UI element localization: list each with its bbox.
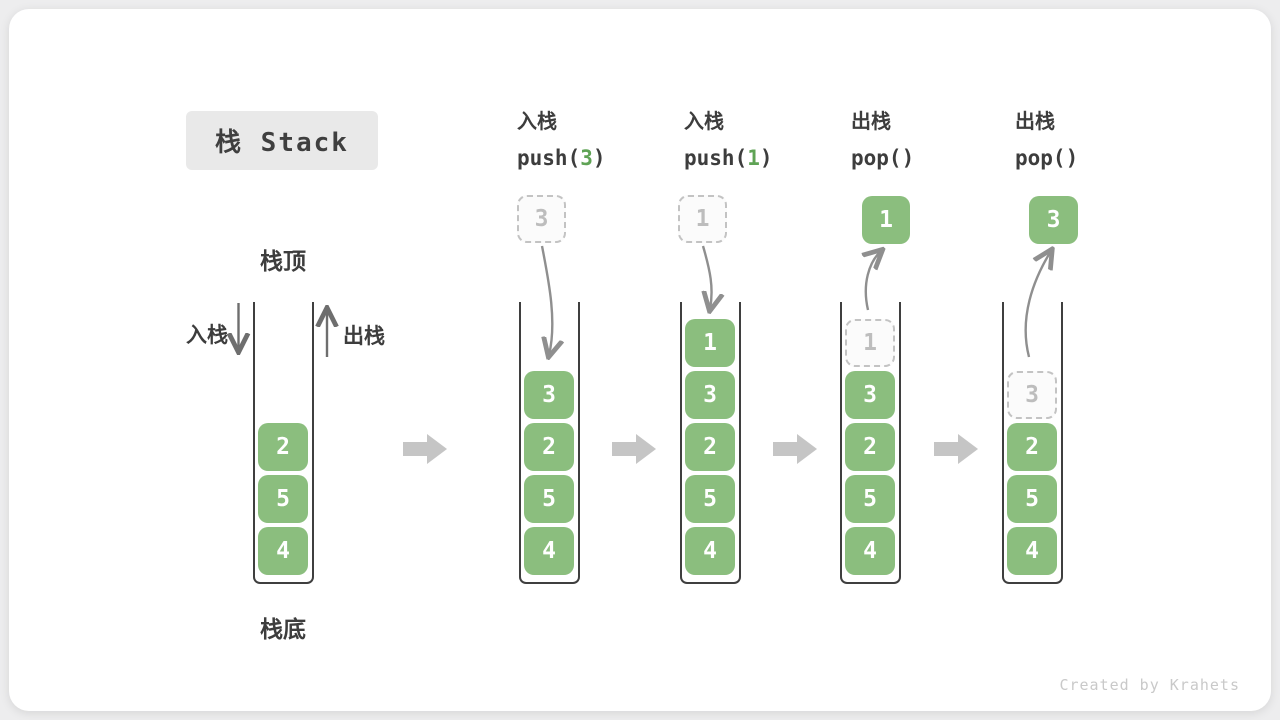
stack-cell: 2	[258, 423, 308, 471]
stack-cell: 4	[845, 527, 895, 575]
stack-cell: 5	[1007, 475, 1057, 523]
stack-cell: 4	[258, 527, 308, 575]
header-code-label: push(3)	[517, 146, 606, 170]
header-pop-1: 出栈 pop()	[851, 104, 1001, 176]
incoming-value-box: 3	[517, 195, 566, 243]
stack-cell-ghost: 1	[845, 319, 895, 367]
header-op-label: 入栈	[517, 111, 557, 133]
header-op-label: 出栈	[851, 111, 891, 133]
stack-cell: 5	[258, 475, 308, 523]
stack-cell-ghost: 3	[1007, 371, 1057, 419]
stack-cell: 5	[685, 475, 735, 523]
right-block-arrow-icon	[403, 434, 447, 464]
stack-cell: 2	[524, 423, 574, 471]
stack-cell: 5	[845, 475, 895, 523]
header-push-3: 入栈 push(3)	[517, 104, 667, 176]
header-pop-3: 出栈 pop()	[1015, 104, 1165, 176]
stack-bottom-label: 栈底	[260, 616, 306, 642]
stack-top-label: 栈顶	[260, 248, 306, 274]
push-side-label: 入栈	[186, 324, 228, 347]
stack-cell: 2	[845, 423, 895, 471]
stack-cell: 1	[685, 319, 735, 367]
stack-cell: 5	[524, 475, 574, 523]
header-code-label: pop()	[851, 146, 915, 170]
stack-cell: 4	[685, 527, 735, 575]
right-block-arrow-icon	[934, 434, 978, 464]
pop-side-label: 出栈	[343, 325, 385, 348]
header-op-label: 入栈	[684, 111, 724, 133]
popped-value-box: 1	[862, 196, 910, 244]
header-code-label: push(1)	[684, 146, 773, 170]
diagram-title: 栈 Stack	[186, 111, 378, 170]
stack-cell: 2	[685, 423, 735, 471]
right-block-arrow-icon	[612, 434, 656, 464]
header-op-label: 出栈	[1015, 111, 1055, 133]
popped-value-box: 3	[1029, 196, 1078, 244]
stack-cell: 3	[845, 371, 895, 419]
right-block-arrow-icon	[773, 434, 817, 464]
header-code-label: pop()	[1015, 146, 1079, 170]
stack-cell: 4	[524, 527, 574, 575]
stack-cell: 3	[685, 371, 735, 419]
stack-cell: 2	[1007, 423, 1057, 471]
stack-cell: 4	[1007, 527, 1057, 575]
header-push-1: 入栈 push(1)	[684, 104, 834, 176]
stack-cell: 3	[524, 371, 574, 419]
incoming-value-box: 1	[678, 195, 727, 243]
watermark: Created by Krahets	[1059, 676, 1240, 694]
